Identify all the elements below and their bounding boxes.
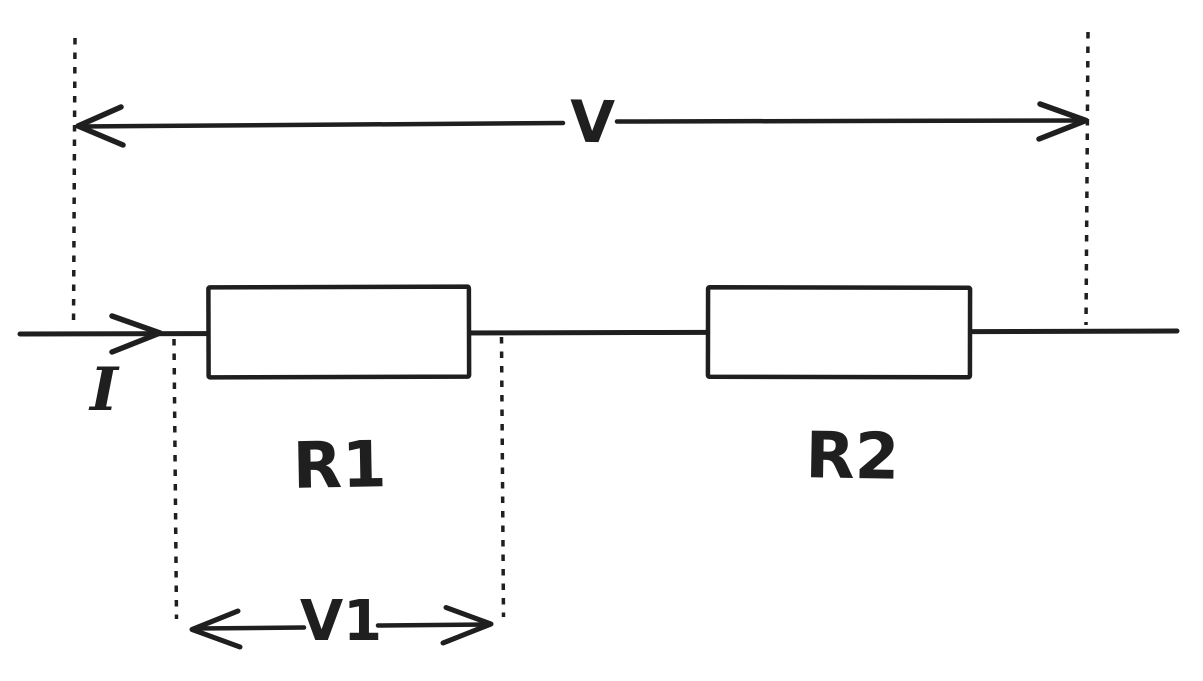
v1-dimension-right-dotted-line — [499, 336, 506, 618]
v-arrowhead-right-icon — [1036, 101, 1089, 142]
current-arrowhead-icon — [109, 313, 163, 355]
v-dimension-right-dotted-line — [1084, 31, 1090, 326]
resistor-r2-label: R2 — [805, 419, 900, 495]
v1-arrowhead-right-icon — [440, 605, 494, 646]
current-label: I — [88, 355, 120, 425]
resistor-r2-box — [705, 285, 973, 380]
v1-arrowhead-left-icon — [189, 608, 243, 650]
v-arrow-shaft-left — [77, 120, 566, 129]
resistor-r1-box — [206, 284, 472, 380]
voltage-v1-label: V1 — [300, 589, 382, 654]
v1-dimension-left-dotted-line — [172, 338, 179, 620]
v-arrowhead-left-icon — [75, 104, 126, 148]
resistor-r1-label: R1 — [292, 428, 387, 504]
diagram-labels: V I R1 R2 V1 — [88, 88, 900, 654]
total-voltage-label: V — [569, 88, 615, 157]
v-dimension-left-dotted-line — [71, 37, 77, 328]
ink-strokes — [17, 31, 1180, 650]
v1-arrow-shaft-left — [191, 625, 307, 631]
v1-arrow-shaft-right — [375, 622, 491, 628]
circuit-wire — [17, 328, 1180, 337]
v-arrow-shaft-right — [614, 118, 1085, 124]
